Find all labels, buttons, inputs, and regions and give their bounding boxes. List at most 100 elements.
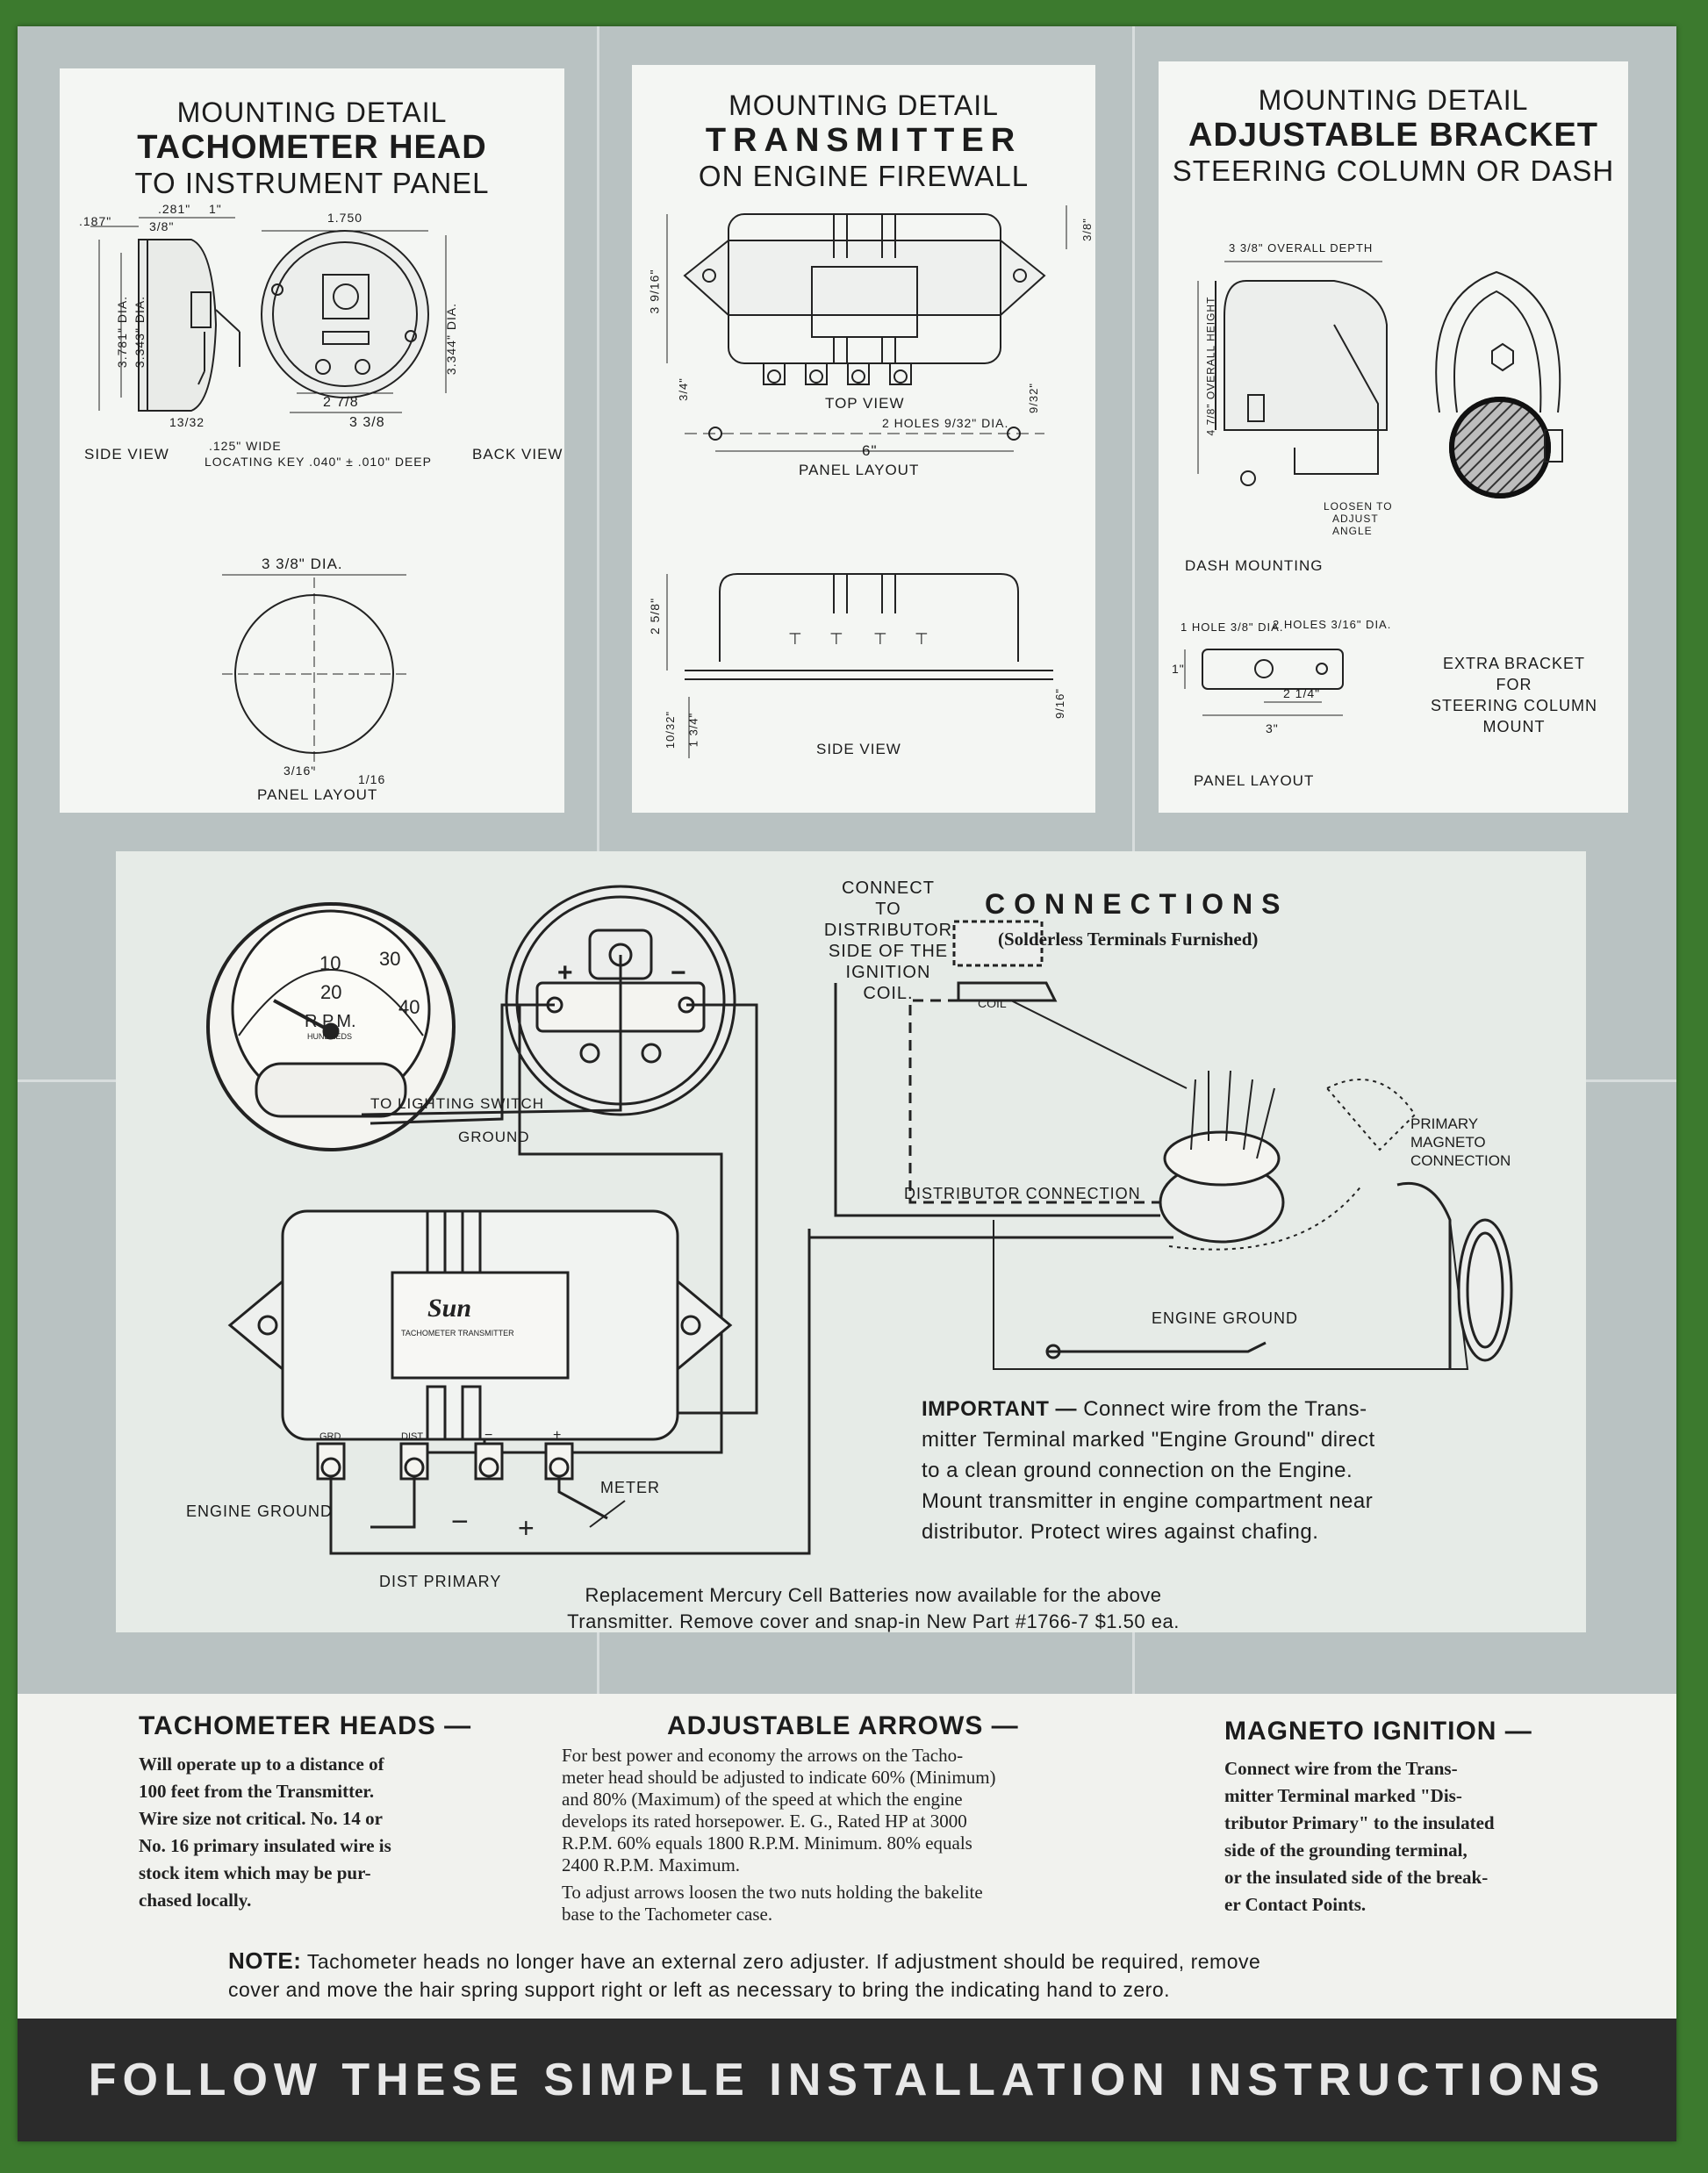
tach-heads-line: Will operate up to a distance of (139, 1753, 384, 1775)
primary-magneto-line: PRIMARY (1410, 1115, 1479, 1132)
trans-six-label: 6" (862, 442, 878, 459)
trans-dim-1-3-4: 1 3/4" (686, 712, 700, 748)
term-minus: − (484, 1428, 492, 1443)
important-line: Mount transmitter in engine compartment … (922, 1489, 1374, 1513)
bracket-extra2: FOR (1496, 676, 1532, 693)
dim-3-8: 3/8" (149, 219, 175, 233)
magneto-line: Connect wire from the Trans- (1224, 1758, 1458, 1779)
magneto-line: side of the grounding terminal, (1224, 1840, 1468, 1861)
panel-tach-line1: MOUNTING DETAIL (176, 97, 448, 128)
bracket-dash-mounting: DASH MOUNTING (1185, 557, 1324, 574)
dim-3344: 3.344" DIA. (444, 302, 459, 376)
dim-13-32: 13/32 (169, 415, 205, 429)
connect-note: CONNECT TO DISTRIBUTOR SIDE OF THE IGNIT… (800, 878, 976, 1004)
panel-tach-line2: TACHOMETER HEAD (137, 129, 487, 166)
gauge-hundreds: HUNDREDS (307, 1032, 352, 1041)
ground-label: GROUND (458, 1129, 530, 1145)
trans-dim-3-8: 3/8" (1080, 218, 1094, 241)
magneto-line: mitter Terminal marked "Dis- (1224, 1785, 1462, 1806)
connect-note-line: COIL. (863, 984, 914, 1003)
arrows-line: develops its rated horsepower. E. G., Ra… (562, 1811, 967, 1832)
trans-panel-layout-label: PANEL LAYOUT (799, 462, 920, 478)
tach-back-view-label: BACK VIEW (472, 446, 563, 463)
connect-note-line: CONNECT (842, 879, 935, 898)
connections-title: CONNECTIONS (985, 888, 1289, 920)
trans-top-view-label: TOP VIEW (825, 395, 905, 412)
note-line1: Tachometer heads no longer have an exter… (306, 1950, 1261, 1973)
arrows-body: For best power and economy the arrows on… (562, 1745, 1176, 1926)
tach-key-note2: LOCATING KEY .040" ± .010" DEEP (205, 455, 432, 469)
tach-key-note1: .125" WIDE (209, 439, 282, 453)
panel-bracket: MOUNTING DETAIL ADJUSTABLE BRACKET STEER… (1159, 61, 1628, 813)
gauge-rpm: R.P.M. (305, 1012, 356, 1031)
tach-panel-layout-label: PANEL LAYOUT (257, 786, 378, 803)
tach-side-view-label: SIDE VIEW (84, 446, 169, 463)
primary-magneto-label: PRIMARY MAGNETO CONNECTION (1410, 1115, 1511, 1170)
arrows-line: To adjust arrows loosen the two nuts hol… (562, 1882, 983, 1903)
connect-note-line: TO (875, 900, 901, 919)
svg-text:⊤: ⊤ (915, 630, 929, 648)
dim-1-16: 1/16 (358, 772, 386, 786)
important-line: Connect wire from the Trans- (1083, 1397, 1367, 1421)
svg-text:⊤: ⊤ (829, 630, 843, 648)
bracket-extra1: EXTRA BRACKET (1442, 655, 1586, 672)
dim-3-3-8: 3 3/8 (349, 415, 385, 430)
tach-plus: + (557, 958, 573, 987)
wiring-diagram: 10 20 30 40 R.P.M. HUNDREDS + − Sun TACH… (206, 885, 1513, 1555)
dim-3343: 3.343" DIA. (133, 295, 147, 369)
bracket-extra4: MOUNT (1482, 718, 1546, 735)
arrows-line: base to the Tachometer case. (562, 1904, 773, 1925)
gauge-10: 10 (319, 952, 341, 974)
arrows-line: meter head should be adjusted to indicat… (562, 1767, 996, 1788)
important-line: to a clean ground connection on the Engi… (922, 1459, 1353, 1482)
instruction-sheet: MOUNTING DETAIL TACHOMETER HEAD TO INSTR… (18, 26, 1676, 2141)
bracket-dim-1: 1" (1172, 662, 1185, 676)
dist-primary-label: DIST PRIMARY (379, 1573, 502, 1590)
bottom-text-band: TACHOMETER HEADS — Will operate up to a … (18, 1694, 1676, 2045)
transmitter-drawing: ⊤ ⊤ ⊤ ⊤ (666, 205, 1067, 758)
tach-drawing (90, 217, 447, 771)
trans-dim-9-16: 9/16" (1052, 688, 1066, 719)
magneto-line: tributor Primary" to the insulated (1224, 1812, 1495, 1833)
trans-name: TACHOMETER TRANSMITTER (401, 1329, 514, 1338)
panel-trans-line1: MOUNTING DETAIL (728, 90, 999, 121)
panel-trans-line3: ON ENGINE FIREWALL (698, 160, 1030, 192)
arrows-line: R.P.M. 60% equals 1800 R.P.M. Minimum. 8… (562, 1832, 972, 1854)
trans-dim-10-32: 10/32" (664, 710, 678, 749)
trans-holes-label: 2 HOLES 9/32" DIA. (882, 416, 1009, 430)
magneto-title: MAGNETO IGNITION — (1224, 1717, 1532, 1746)
meter-label: METER (600, 1479, 660, 1496)
magneto-line: or the insulated side of the break- (1224, 1867, 1489, 1888)
important-note: IMPORTANT — Connect wire from the Trans-… (922, 1394, 1536, 1547)
note-block: NOTE: Tachometer heads no longer have an… (228, 1947, 1545, 2004)
bracket-overall-height: 4 7/8" OVERALL HEIGHT (1204, 296, 1217, 436)
bracket-loosen1: LOOSEN TO (1324, 500, 1393, 513)
note-line2: cover and move the hair spring support r… (228, 1978, 1171, 2001)
panel-dia-label: 3 3/8" DIA. (262, 556, 343, 572)
gauge-30: 30 (379, 948, 400, 970)
tach-heads-title: TACHOMETER HEADS — (139, 1711, 472, 1740)
arrows-line: 2400 R.P.M. Maximum. (562, 1854, 741, 1875)
dim-2-7-8: 2 7/8 (323, 395, 359, 410)
bracket-panel-layout: PANEL LAYOUT (1194, 772, 1315, 789)
trans-dim-9-32: 9/32" (1026, 383, 1040, 413)
bracket-loosen3: ANGLE (1332, 525, 1373, 537)
replacement-line: Transmitter. Remove cover and snap-in Ne… (567, 1610, 1180, 1632)
connect-note-line: SIDE OF THE (828, 942, 949, 961)
bracket-drawing (1184, 261, 1563, 716)
primary-magneto-line: CONNECTION (1410, 1152, 1511, 1169)
engine-ground-left-label: ENGINE GROUND (186, 1502, 334, 1520)
svg-text:⊤: ⊤ (788, 630, 802, 648)
note-lead: NOTE: (228, 1947, 302, 1974)
arrows-line: and 80% (Maximum) of the speed at which … (562, 1789, 963, 1810)
tach-heads-body: Will operate up to a distance of 100 fee… (139, 1751, 507, 1914)
bracket-dim-2-1-4: 2 1/4" (1283, 686, 1321, 700)
trans-dim-2-5-8: 2 5/8" (648, 597, 663, 635)
term-dist: DIST. (401, 1431, 425, 1442)
trans-side-view-label: SIDE VIEW (816, 741, 901, 757)
trans-dim-3-9-16: 3 9/16" (647, 269, 662, 314)
tach-minus: − (671, 958, 686, 987)
bracket-one-hole: 1 HOLE 3/8" DIA. (1181, 620, 1284, 634)
panel-bracket-line2: ADJUSTABLE BRACKET (1188, 117, 1598, 154)
lighting-switch-label: TO LIGHTING SWITCH (370, 1095, 545, 1112)
